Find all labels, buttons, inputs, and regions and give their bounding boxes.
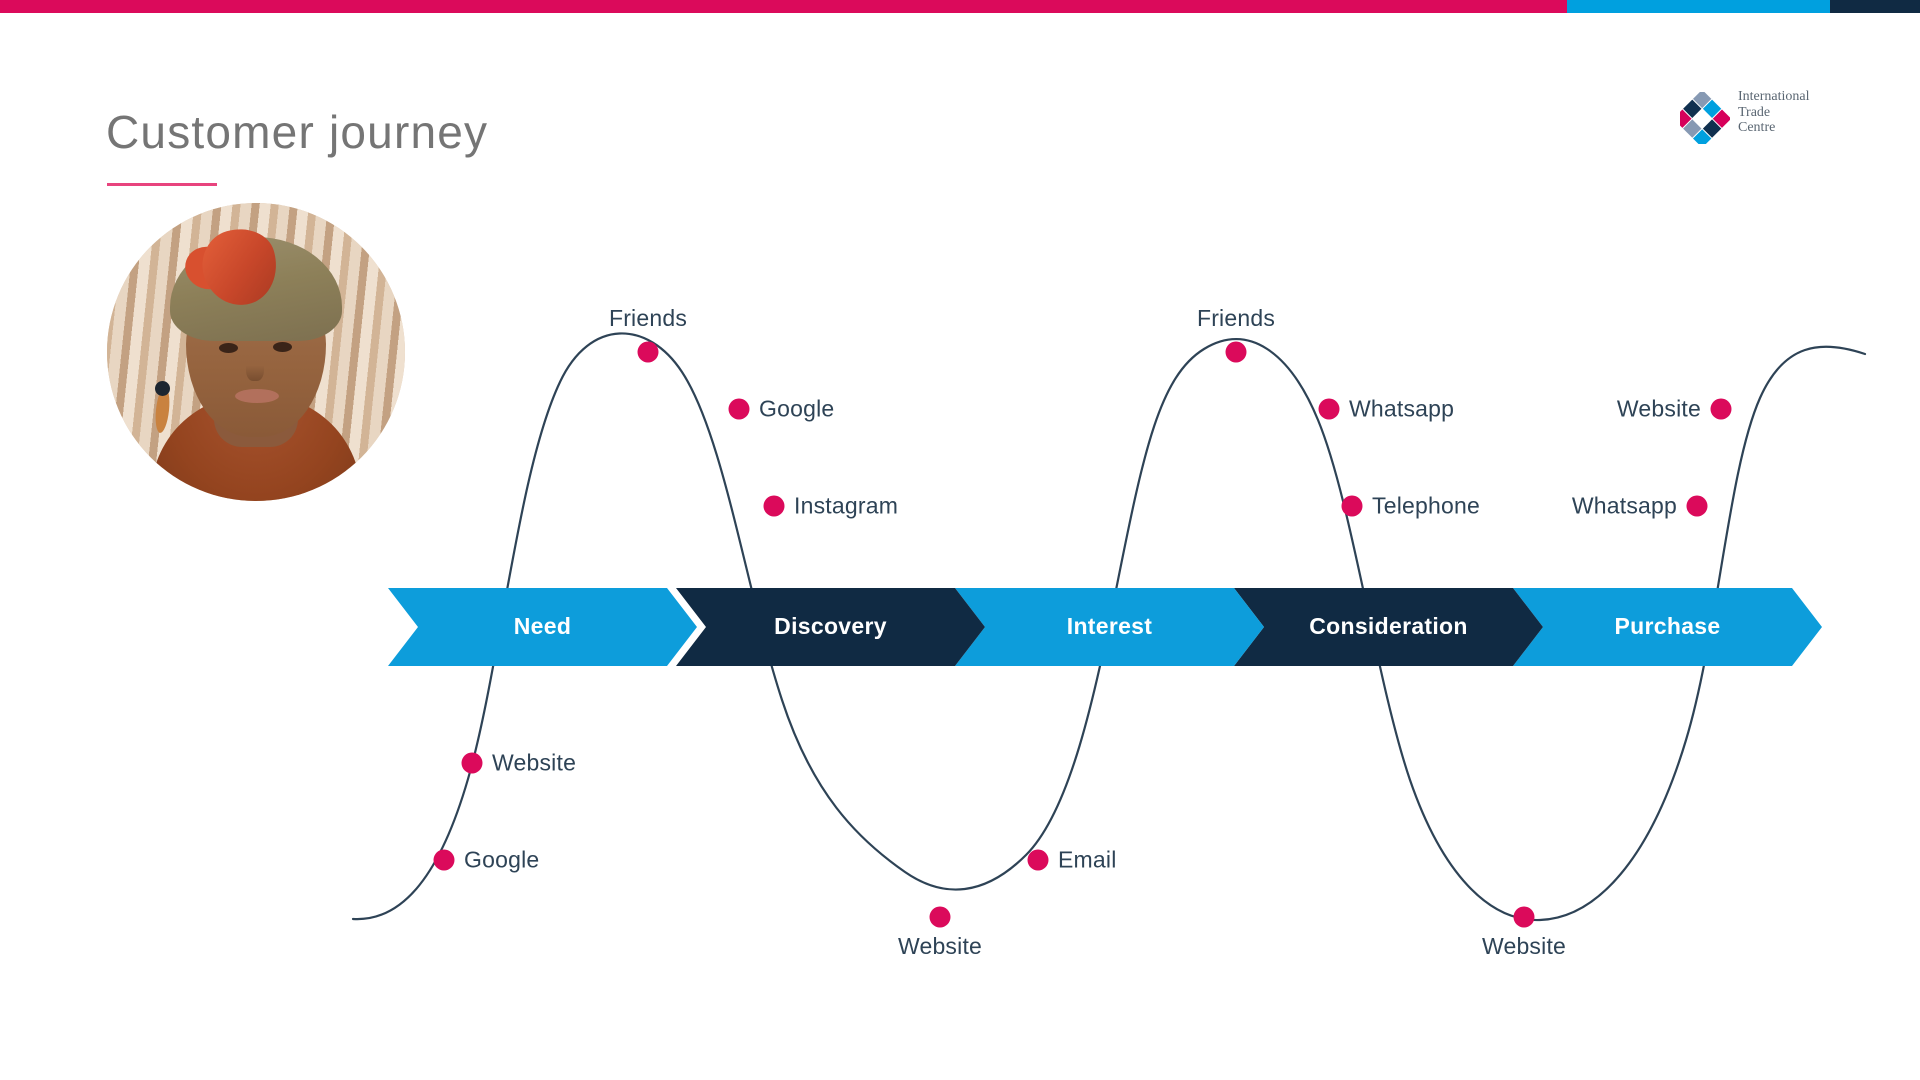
touchpoint-dot[interactable] — [1225, 341, 1247, 363]
touchpoint-dot[interactable] — [1318, 398, 1340, 420]
journey-stage-purchase[interactable]: Purchase — [1513, 588, 1822, 666]
itc-logo: International Trade Centre — [1680, 89, 1880, 148]
journey-stage-discovery[interactable]: Discovery — [676, 588, 985, 666]
avatar-eye-right — [273, 342, 292, 352]
touchpoint-dot[interactable] — [1710, 398, 1732, 420]
touchpoint-dot[interactable] — [637, 341, 659, 363]
accent-segment-blue — [1567, 0, 1830, 13]
journey-stage-banner: Need Discovery Interest Consideration Purcha… — [388, 588, 1822, 666]
avatar-eye-left — [219, 343, 238, 353]
persona-avatar — [107, 203, 405, 501]
journey-stage-consideration[interactable]: Consideration — [1234, 588, 1543, 666]
touchpoint-label-whatsapp: Whatsapp — [1571, 492, 1677, 519]
itc-logo-wordmark: International Trade Centre — [1738, 89, 1810, 136]
avatar-mouth — [235, 389, 279, 403]
touchpoint-label-email: Email — [1058, 846, 1117, 873]
touchpoint-label-website: Website — [1616, 395, 1701, 422]
touchpoint-dot[interactable] — [929, 906, 951, 928]
touchpoint-label-website: Website — [1481, 933, 1567, 959]
touchpoint-dot[interactable] — [1686, 495, 1708, 517]
accent-segment-navy — [1830, 0, 1920, 13]
journey-stage-interest[interactable]: Interest — [955, 588, 1264, 666]
page-title: Customer journey — [106, 106, 489, 158]
touchpoint-dot[interactable] — [763, 495, 785, 517]
touchpoint-label-google: Google — [759, 395, 835, 422]
top-accent-bar — [0, 0, 1920, 13]
touchpoint-label-friends: Friends — [608, 305, 688, 331]
journey-stage-need[interactable]: Need — [388, 588, 697, 666]
title-underline-rule — [107, 183, 217, 186]
touchpoint-dot[interactable] — [461, 752, 483, 774]
accent-segment-pink — [0, 0, 1567, 13]
avatar-nose — [246, 355, 264, 381]
itc-logo-mark-icon — [1680, 92, 1730, 144]
touchpoint-dot[interactable] — [1513, 906, 1535, 928]
touchpoint-label-instagram: Instagram — [794, 492, 899, 519]
touchpoint-label-friends: Friends — [1196, 305, 1276, 331]
touchpoint-dot[interactable] — [433, 849, 455, 871]
journey-stage-label: Discovery — [774, 612, 887, 639]
journey-stage-label: Consideration — [1309, 612, 1468, 639]
touchpoint-dot[interactable] — [1341, 495, 1363, 517]
avatar-earring-bead-left — [155, 381, 170, 396]
logo-line-3: Centre — [1738, 120, 1776, 135]
touchpoint-label-google: Google — [464, 846, 540, 873]
journey-stage-label: Purchase — [1614, 612, 1721, 639]
touchpoint-label-website: Website — [897, 933, 983, 959]
touchpoint-label-telephone: Telephone — [1372, 492, 1480, 519]
touchpoint-dot[interactable] — [1027, 849, 1049, 871]
touchpoint-label-website: Website — [492, 749, 577, 776]
journey-stage-label: Need — [513, 612, 572, 639]
touchpoint-label-whatsapp: Whatsapp — [1349, 395, 1455, 422]
logo-line-2: Trade — [1738, 104, 1771, 120]
touchpoint-dot[interactable] — [728, 398, 750, 420]
journey-stage-label: Interest — [1066, 612, 1153, 639]
logo-line-1: International — [1738, 89, 1810, 104]
